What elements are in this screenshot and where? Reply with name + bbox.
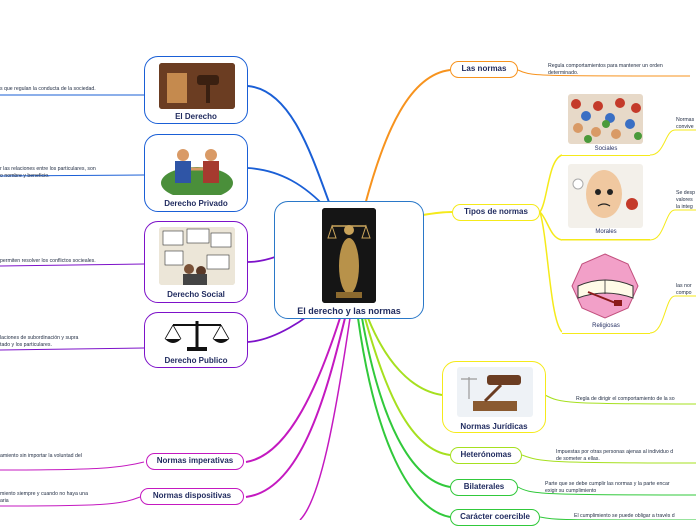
leaf-line-bilaterales (517, 486, 696, 496)
node-el-derecho-label: El Derecho (175, 112, 217, 121)
lady-justice-image (322, 208, 376, 303)
leaf-line-religiosas (562, 295, 696, 334)
note-las-normas-2: determinado. (548, 70, 579, 76)
bible-icon (568, 252, 643, 320)
connector-normas-imperativas (245, 317, 341, 463)
note-el-derecho: s que regulan la conducta de la sociedad… (0, 86, 96, 92)
handshake-globe-image (159, 139, 235, 195)
node-sociales[interactable]: Sociales (562, 92, 650, 156)
node-derecho-publico[interactable]: Derecho Publico (144, 312, 248, 368)
note-imperativas: amiento sin importar la voluntad del (0, 453, 82, 459)
connector-el-derecho (247, 85, 331, 206)
note-sociales-1: Normas (676, 117, 695, 123)
node-religiosas[interactable]: Religiosas (562, 250, 650, 334)
note-privado-2: o nombre y beneficio. (0, 173, 50, 179)
scales-icon (161, 317, 233, 353)
node-caracter-coercible[interactable]: Carácter coercible (450, 509, 540, 526)
node-heteronomas[interactable]: Heterónomas (450, 447, 522, 464)
leaf-line-heteronomas (521, 454, 696, 464)
central-node[interactable]: El derecho y las normas (274, 201, 424, 319)
note-heteronomas-2: de someter a ellas. (556, 456, 600, 462)
note-publico-2: tado y los particulares. (0, 342, 52, 348)
leaf-line-social (0, 263, 145, 267)
node-religiosas-label: Religiosas (592, 323, 620, 329)
node-normas-dispositivas[interactable]: Normas dispositivas (140, 488, 244, 505)
protest-signs-image (159, 227, 235, 285)
note-religiosas-1: las nor (676, 283, 692, 289)
note-las-normas-1: Regula comportamientos para mantener un … (548, 63, 663, 69)
note-bilaterales-1: Parte que se debe cumplir las normas y l… (545, 481, 670, 487)
node-las-normas[interactable]: Las normas (450, 61, 518, 78)
leaf-line-privado (0, 174, 145, 177)
note-coercible: El cumplimiento se puede obligar a travé… (574, 513, 675, 519)
node-bilaterales[interactable]: Bilaterales (450, 479, 518, 496)
note-religiosas-2: compo (676, 290, 692, 296)
note-morales-3: la integ (676, 204, 693, 210)
tipos-to-sociales (539, 154, 563, 213)
node-sociales-label: Sociales (594, 146, 618, 152)
connector-magenta-extra (299, 317, 351, 520)
node-derecho-publico-label: Derecho Publico (164, 356, 228, 365)
connector-bilaterales (361, 317, 451, 488)
leaf-line-las-normas (517, 69, 691, 77)
connector-juridicas (367, 317, 443, 396)
central-title: El derecho y las normas (297, 306, 401, 316)
node-derecho-social-label: Derecho Social (167, 290, 225, 299)
node-normas-juridicas-label: Normas Jurídicas (460, 422, 528, 431)
connector-tipos (422, 211, 453, 216)
node-derecho-privado-label: Derecho Privado (164, 199, 228, 208)
node-derecho-privado[interactable]: Derecho Privado (144, 134, 248, 212)
note-juridicas: Regla de dirigir el comportamiento de la… (576, 396, 675, 402)
leaf-line-juridicas (544, 394, 696, 405)
node-normas-juridicas[interactable]: Normas Jurídicas (442, 361, 546, 433)
note-social: permiten resolver los conflictos socieal… (0, 258, 96, 264)
angel-devil-image (568, 164, 643, 228)
node-el-derecho[interactable]: El Derecho (144, 56, 248, 124)
leaf-line-publico (0, 347, 145, 351)
connector-heteronomas (364, 317, 451, 456)
leaf-line-sociales (562, 129, 696, 156)
note-morales-2: valores (676, 197, 693, 203)
note-publico-1: laciones de subordinación y supra (0, 335, 79, 341)
leaf-line-dispositivas (0, 496, 141, 507)
leaf-line-imperativas (0, 461, 145, 471)
crowd-image (568, 94, 643, 144)
node-derecho-social[interactable]: Derecho Social (144, 221, 248, 303)
note-dispositivas-2: aria (0, 498, 9, 504)
gavel-image (159, 63, 235, 109)
node-morales[interactable]: Morales (562, 162, 650, 240)
node-tipos-de-normas[interactable]: Tipos de normas (452, 204, 540, 221)
node-normas-imperativas[interactable]: Normas imperativas (146, 453, 244, 470)
note-heteronomas-1: Impuestas por otras personas ajenas al i… (556, 449, 674, 455)
connector-las-normas (364, 69, 451, 206)
node-morales-label: Morales (595, 229, 617, 235)
note-privado-1: r las relaciones entre los particulares,… (0, 166, 96, 172)
connector-normas-dispositivas (245, 317, 346, 498)
note-morales-1: Se desp (676, 190, 696, 196)
note-dispositivas-1: miento siempre y cuando no haya una (0, 491, 88, 497)
tipos-to-religiosas (539, 211, 563, 333)
connector-coercible (357, 317, 451, 518)
gavel-scales-image (457, 367, 533, 417)
tipos-to-morales (539, 211, 563, 241)
note-sociales-2: convive (676, 124, 694, 130)
note-bilaterales-2: exigir su cumplimiento (545, 488, 597, 494)
leaf-line-morales (562, 209, 696, 241)
